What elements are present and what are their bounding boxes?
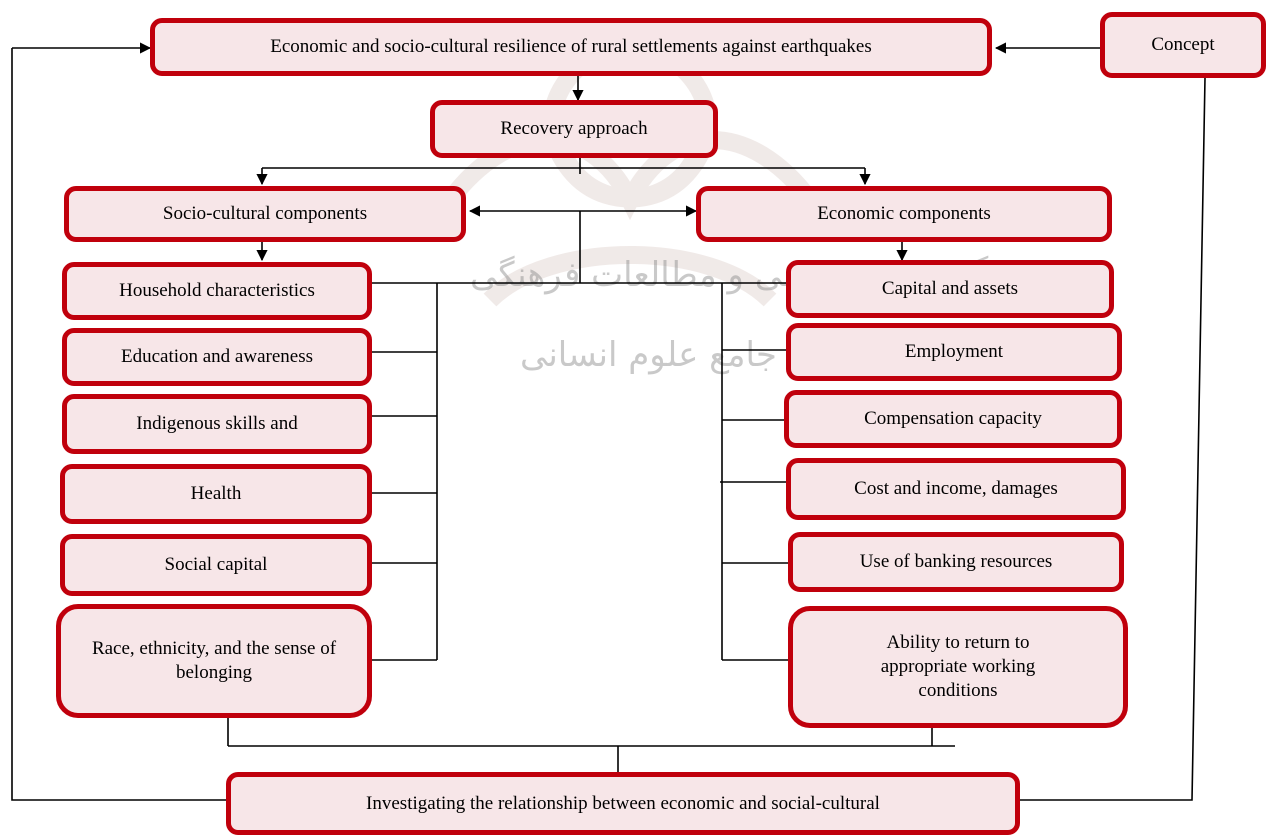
economic-item-capital-assets: Capital and assets [786, 260, 1114, 318]
investigating-box: Investigating the relationship between e… [226, 772, 1020, 835]
economic-item-employment: Employment [786, 323, 1122, 381]
social-item-race-ethnicity: Race, ethnicity, and the sense of belong… [56, 604, 372, 718]
social-item-health: Health [60, 464, 372, 524]
social-item-race-ethnicity-label: Race, ethnicity, and the sense of belong… [91, 638, 337, 683]
resilience-box: Economic and socio-cultural resilience o… [150, 18, 992, 76]
economic-item-compensation: Compensation capacity [784, 390, 1122, 448]
social-item-household: Household characteristics [62, 262, 372, 320]
concept-box: Concept [1100, 12, 1266, 78]
line-investigating-to-resilience [11, 48, 228, 801]
social-item-social-capital: Social capital [60, 534, 372, 596]
economic-item-working-conditions: Ability to return to appropriate working… [788, 606, 1128, 728]
social-item-indigenous-skills: Indigenous skills and [62, 394, 372, 454]
recovery-box: Recovery approach [430, 100, 718, 158]
economic-components-box: Economic components [696, 186, 1112, 242]
economic-item-banking: Use of banking resources [788, 532, 1124, 592]
line-concept-to-investigating [1018, 77, 1206, 801]
economic-item-cost-income: Cost and income, damages [786, 458, 1126, 520]
economic-item-working-conditions-label: Ability to return to appropriate working… [880, 632, 1036, 701]
social-item-education: Education and awareness [62, 328, 372, 386]
socio-cultural-components-box: Socio-cultural components [64, 186, 466, 242]
